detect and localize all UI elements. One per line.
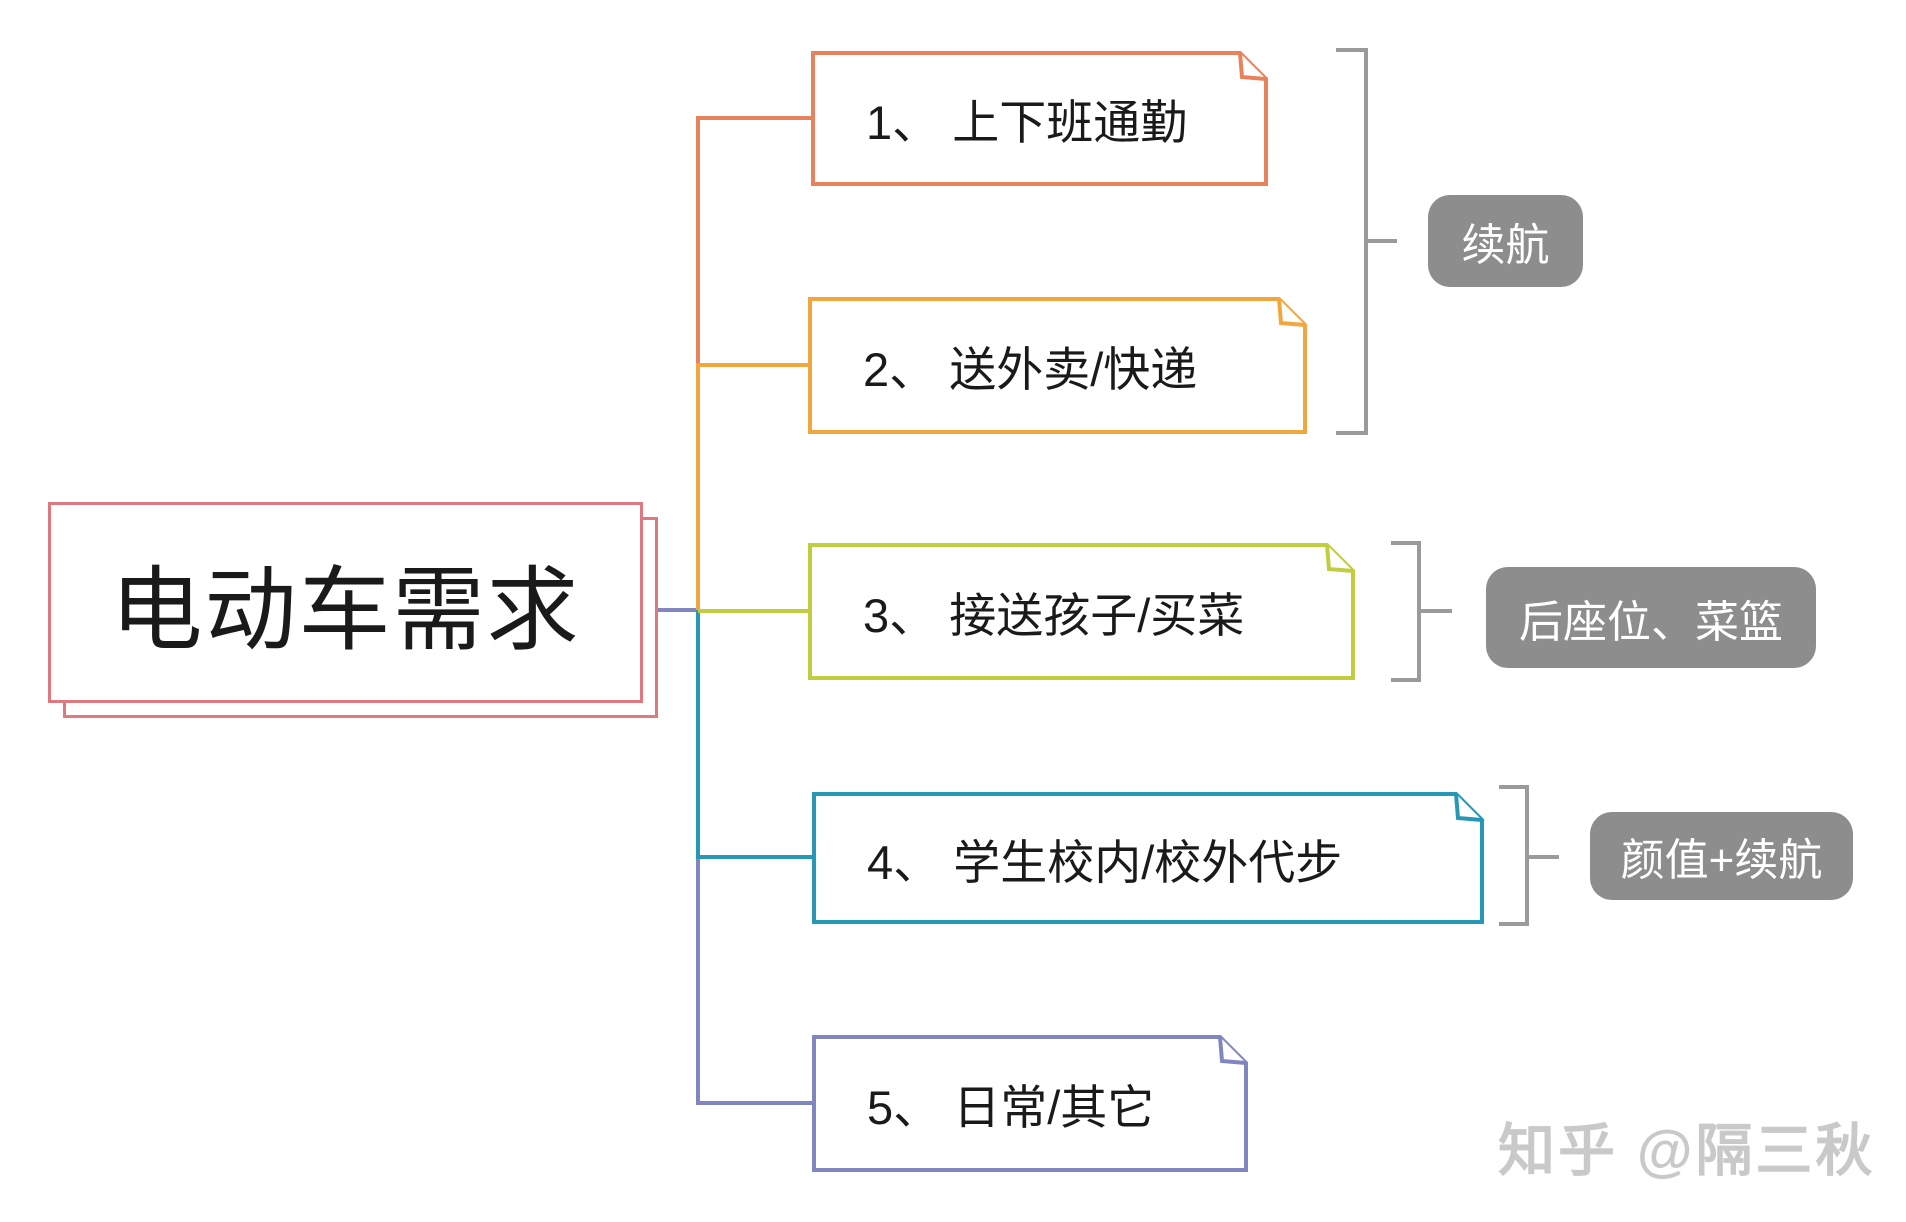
node-outline [808,297,1307,434]
folded-corner-icon [1454,793,1483,822]
node-2-delivery[interactable]: 2、 送外卖/快递 [808,297,1307,434]
badge-seat-basket[interactable]: 后座位、菜篮 [1486,567,1816,668]
branch-line-delivery [696,363,808,610]
folded-corner-icon [1277,298,1306,327]
group-bracket-seat-basket [1391,541,1452,682]
node-label: 2、 送外卖/快递 [863,343,1198,396]
node-5-daily-other[interactable]: 5、 日常/其它 [812,1035,1248,1172]
group-bracket-range [1336,48,1397,435]
watermark: 知乎 @隔三秋 [1498,1119,1876,1183]
node-outline [808,543,1355,680]
node-3-kids-grocery[interactable]: 3、 接送孩子/买菜 [808,543,1355,680]
note-shape [811,51,1268,186]
folded-corner-icon [1238,52,1267,81]
node-label: 3、 接送孩子/买菜 [863,589,1245,642]
branch-line-students [696,610,812,859]
root-node[interactable]: 电动车需求 [48,502,643,703]
node-4-students[interactable]: 4、 学生校内/校外代步 [812,792,1484,924]
note-shape [812,1035,1248,1172]
node-label: 5、 日常/其它 [867,1081,1155,1134]
folded-corner-icon [1218,1036,1247,1065]
node-1-commute[interactable]: 1、 上下班通勤 [811,51,1268,186]
node-label: 4、 学生校内/校外代步 [867,835,1343,889]
root-node-label: 电动车需求 [110,560,581,662]
node-outline [811,51,1268,186]
folded-corner-icon [1325,544,1354,573]
badge-range[interactable]: 续航 [1428,195,1583,287]
badge-looks-range[interactable]: 颜值+续航 [1590,812,1853,900]
node-outline [812,1035,1248,1172]
group-bracket-looks-range [1499,785,1559,926]
node-label: 1、 上下班通勤 [866,96,1188,149]
node-outline [812,792,1484,924]
note-shape [812,792,1484,924]
note-shape [808,543,1355,680]
note-shape [808,297,1307,434]
